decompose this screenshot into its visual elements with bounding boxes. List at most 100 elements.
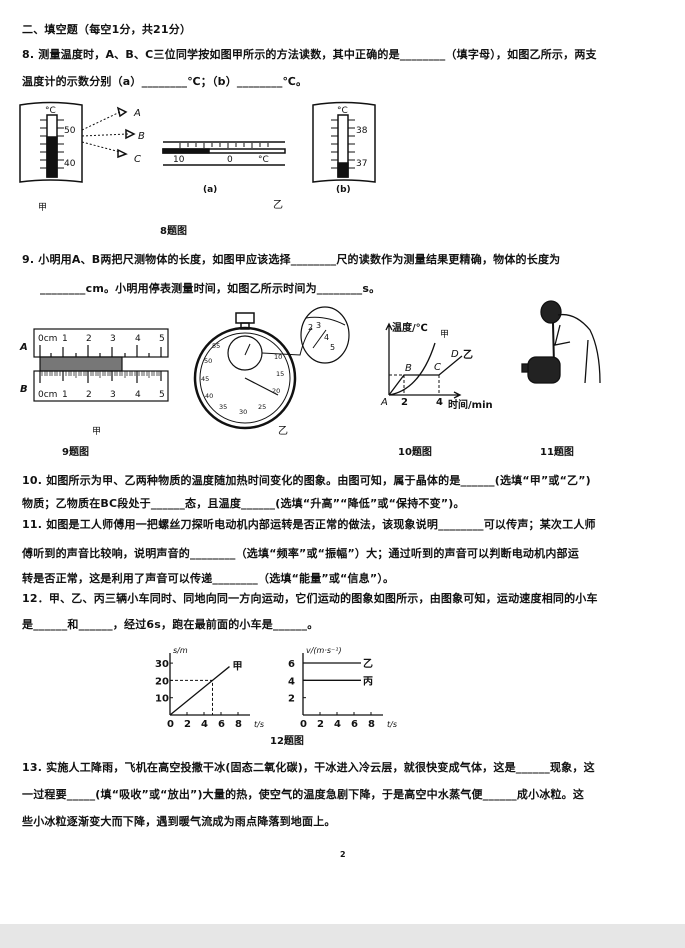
y-tick-label: 6: [288, 659, 295, 670]
svg-text:B: B: [405, 363, 412, 374]
temperature-time-graph: [385, 322, 463, 399]
x-tick-label: 2: [317, 719, 324, 730]
svg-text:B: B: [138, 131, 145, 142]
x-tick-label: 0: [167, 719, 174, 730]
svg-text:B: B: [20, 384, 28, 395]
x-tick-label: 6: [351, 719, 358, 730]
svg-text:12题图: 12题图: [270, 735, 304, 747]
y-axis-label: s/m: [173, 646, 188, 655]
svg-text:30: 30: [239, 408, 247, 416]
thermometer-b: [312, 101, 376, 183]
svg-text:3: 3: [110, 390, 116, 400]
svg-text:20: 20: [272, 387, 280, 395]
svg-text:3: 3: [110, 334, 116, 344]
guide-line: [170, 679, 213, 715]
stopwatch-dial-labels: 55 50 45 40 35 30 25 20 15 10 2 3 4 5: [201, 321, 335, 416]
svg-text:乙: 乙: [278, 425, 288, 437]
svg-text:甲: 甲: [92, 426, 101, 437]
q9-text-1: 9. 小明用A、B两把尺测物体的长度，如图甲应该选择________尺的读数作为…: [22, 253, 561, 266]
svg-text:甲: 甲: [38, 202, 47, 213]
q13-text-3: 些小冰粒逐渐变大而下降，遇到暖气流成为雨点降落到地面上。: [22, 815, 336, 828]
svg-text:1: 1: [62, 334, 68, 344]
q11-text-2: 傅听到的声音比较响，说明声音的________（选填“频率”或“振幅”）大；通过…: [22, 547, 579, 560]
svg-text:5: 5: [330, 343, 335, 352]
svg-text:40: 40: [64, 159, 76, 169]
svg-text:8题图: 8题图: [160, 225, 187, 237]
svg-text:50: 50: [64, 126, 76, 136]
x-tick-label: 4: [201, 719, 208, 730]
svg-text:C: C: [434, 362, 441, 373]
thermometer-a: [162, 141, 286, 166]
q9-text-2: ________cm。小明用停表测量时间，如图乙所示时间为________s。: [40, 282, 381, 295]
svg-text:温度/℃: 温度/℃: [392, 321, 428, 334]
svg-text:2: 2: [86, 390, 92, 400]
svg-text:2: 2: [308, 323, 313, 332]
svg-text:50: 50: [204, 357, 212, 365]
x-tick-label: 4: [334, 719, 341, 730]
svg-text:0: 0: [227, 155, 233, 165]
svg-text:A: A: [133, 108, 141, 119]
q8-text-1: 8. 测量温度时，A、B、C三位同学按如图甲所示的方法读数，其中正确的是____…: [22, 48, 597, 61]
svg-text:°C: °C: [45, 106, 56, 116]
worker-listening-motor-illustration: [521, 300, 601, 384]
svg-text:°C: °C: [258, 155, 269, 165]
svg-text:10题图: 10题图: [398, 446, 432, 458]
svg-text:5: 5: [159, 334, 165, 344]
series-label-jia: 甲: [233, 661, 243, 673]
svg-text:甲: 甲: [440, 329, 449, 340]
footer-bar: [0, 924, 685, 948]
svg-text:2: 2: [86, 334, 92, 344]
svg-text:C: C: [134, 154, 141, 165]
svg-text:A: A: [19, 342, 28, 353]
svg-text:0cm: 0cm: [38, 334, 57, 344]
series-label: 乙: [363, 658, 373, 670]
svg-text:25: 25: [258, 403, 266, 411]
thermometer-jia: [19, 101, 136, 183]
y-tick-label: 10: [155, 694, 169, 705]
svg-text:38: 38: [356, 126, 368, 136]
series-line-jia: [169, 666, 230, 716]
y-axis-label: v/(m·s⁻¹): [306, 646, 342, 655]
svg-text:°C: °C: [337, 106, 348, 116]
svg-text:4: 4: [135, 334, 141, 344]
q8-text-2: 温度计的示数分别（a）________℃；（b）________℃。: [22, 75, 308, 88]
curve-yi: [388, 355, 463, 396]
svg-text:2: 2: [401, 397, 408, 408]
y-tick-label: 20: [155, 676, 169, 687]
x-tick-label: 0: [300, 719, 307, 730]
page-number: 2: [340, 850, 346, 859]
svg-text:4: 4: [436, 397, 443, 408]
svg-text:时间/min: 时间/min: [448, 398, 493, 411]
section-title: 二、填空题（每空1分，共21分）: [22, 23, 192, 36]
svg-text:D: D: [451, 349, 459, 360]
svg-text:9题图: 9题图: [62, 446, 89, 458]
curve-jia: [388, 342, 436, 396]
svg-text:5: 5: [159, 390, 165, 400]
svg-text:A: A: [380, 397, 388, 408]
svg-text:3: 3: [316, 321, 321, 330]
svg-text:1: 1: [62, 390, 68, 400]
svg-text:15: 15: [276, 370, 284, 378]
y-tick-label: 2: [288, 694, 295, 705]
svg-text:(a): (a): [203, 185, 217, 195]
svg-text:45: 45: [201, 375, 209, 383]
svg-text:(b): (b): [336, 185, 351, 195]
svg-text:11题图: 11题图: [540, 446, 574, 458]
svg-text:乙: 乙: [463, 349, 473, 361]
q10-text-1: 10. 如图所示为甲、乙两种物质的温度随加热时间变化的图象。由图可知，属于晶体的…: [22, 474, 591, 487]
q13-text-1: 13. 实施人工降雨，飞机在高空投撒干冰(固态二氧化碳)，干冰进入冷云层，就很快…: [22, 761, 595, 774]
x-axis-label: t/s: [387, 720, 397, 729]
svg-text:0cm: 0cm: [38, 390, 57, 400]
svg-text:乙: 乙: [273, 199, 283, 211]
svg-text:4: 4: [324, 333, 329, 342]
x-tick-label: 2: [184, 719, 191, 730]
svg-text:10: 10: [274, 353, 282, 361]
svg-text:55: 55: [212, 342, 220, 350]
stopwatch: [193, 306, 350, 430]
x-axis-label: t/s: [254, 720, 264, 729]
x-tick-label: 8: [368, 719, 375, 730]
ruler-figure: [33, 328, 169, 402]
svg-text:37: 37: [356, 159, 367, 169]
